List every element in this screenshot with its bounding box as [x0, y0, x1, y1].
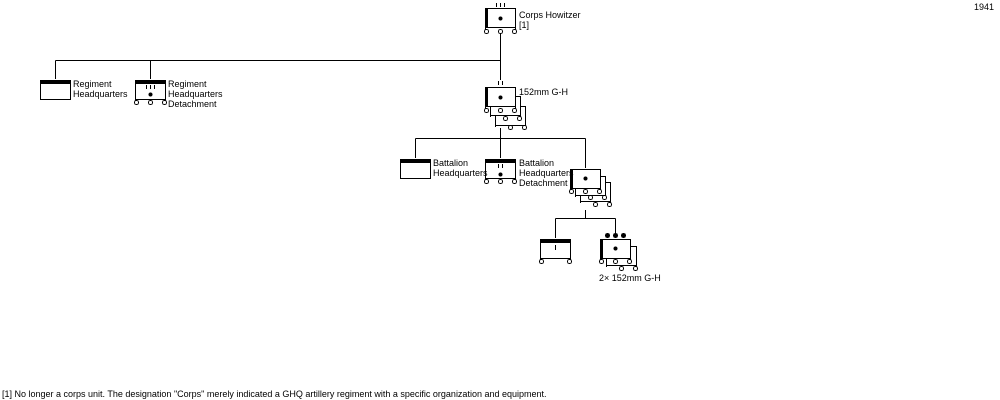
- wheel-icon: [627, 259, 632, 264]
- unit-battery-hq: [539, 239, 572, 264]
- regiment-hq-detachment-label: Regiment Headquarters Detachment: [168, 79, 223, 109]
- connector-lines: [55, 34, 616, 238]
- wheel-icon: [512, 179, 517, 184]
- unit-gun-section: [599, 233, 638, 271]
- wheel-icon: [498, 108, 503, 113]
- regiment-hq-label: Regiment Headquarters: [73, 79, 128, 99]
- wheel-icon: [512, 29, 517, 34]
- unit-regiment-hq-detachment: [134, 80, 167, 105]
- regiment-hq-detachment-size-mark: [146, 85, 155, 89]
- wheel-icon: [583, 189, 588, 194]
- wheel-icon: [498, 179, 503, 184]
- regiment-size-mark: [496, 3, 505, 7]
- artillery-dot-icon: [583, 176, 588, 181]
- footnote: [1] No longer a corps unit. The designat…: [2, 389, 547, 399]
- artillery-dot-icon: [498, 172, 503, 177]
- gun-section-label: 2× 152mm G-H: [599, 273, 661, 283]
- wheel-icon: [613, 259, 618, 264]
- battalion-size-mark: [498, 81, 503, 85]
- artillery-dot-icon: [148, 92, 153, 97]
- unit-regiment: [484, 3, 517, 34]
- unit-battalion-hq: [400, 159, 431, 179]
- wheel-icon: [484, 179, 489, 184]
- wheel-icon: [162, 100, 167, 105]
- battalion-hq-detachment-size-mark: [498, 164, 503, 168]
- unit-regiment-hq: [40, 80, 71, 100]
- battalion-hq-label: Battalion Headquarters: [433, 158, 488, 178]
- gun-section-size-mark: [605, 233, 626, 238]
- unit-battalion-hq-detachment: [484, 159, 517, 184]
- wheel-icon: [134, 100, 139, 105]
- wheel-icon: [148, 100, 153, 105]
- wheel-icon: [599, 259, 604, 264]
- year-label: 1941: [974, 2, 995, 12]
- artillery-dot-icon: [498, 16, 503, 21]
- artillery-dot-icon: [613, 246, 618, 251]
- wheel-icon: [597, 189, 602, 194]
- wheel-icon: [569, 189, 574, 194]
- wheel-icon: [484, 29, 489, 34]
- wheel-icon: [512, 108, 517, 113]
- wheel-icon: [567, 259, 572, 264]
- battalion-label: 152mm G-H: [519, 87, 569, 97]
- unit-battalion: [484, 81, 527, 130]
- wheel-icon: [484, 108, 489, 113]
- battalion-hq-detachment-label: Battalion Headquarters Detachment: [519, 158, 574, 188]
- wheel-icon: [539, 259, 544, 264]
- regiment-label: Corps Howitzer [1]: [519, 10, 581, 30]
- unit-battery: [569, 161, 612, 207]
- wheel-icon: [498, 29, 503, 34]
- artillery-dot-icon: [498, 95, 503, 100]
